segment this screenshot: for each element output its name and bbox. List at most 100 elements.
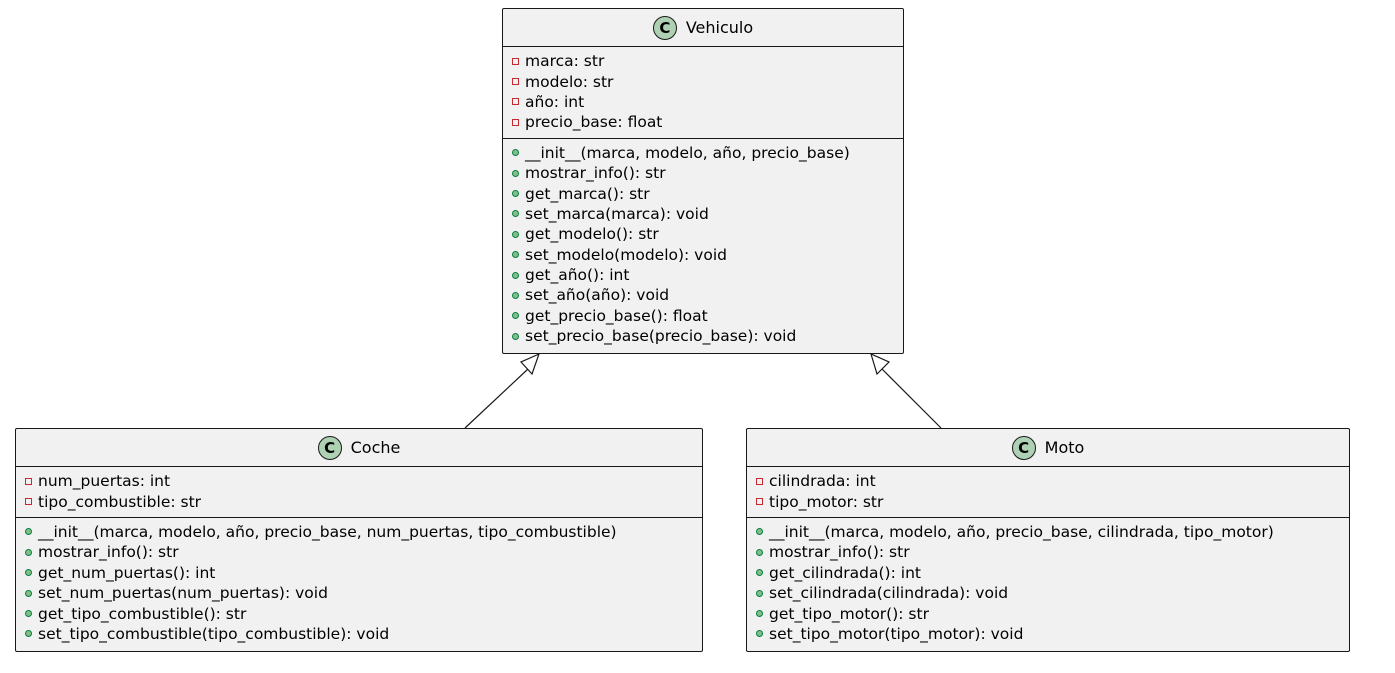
attributes-section: cilindrada: int tipo_motor: str	[747, 467, 1349, 518]
method-text: get_modelo(): str	[525, 225, 659, 244]
method: set_precio_base(precio_base): void	[503, 326, 903, 346]
methods-section: __init__(marca, modelo, año, precio_base…	[747, 518, 1349, 649]
attribute-text: año: int	[525, 92, 585, 111]
private-visibility-icon	[512, 78, 519, 86]
inheritance-arrowhead	[870, 352, 891, 376]
attribute-text: tipo_motor: str	[769, 492, 884, 511]
public-visibility-icon	[512, 210, 519, 218]
attribute: año: int	[503, 92, 903, 112]
attribute-text: num_puertas: int	[38, 472, 171, 491]
public-visibility-icon	[512, 149, 519, 157]
public-visibility-icon	[756, 528, 763, 536]
class-name: Coche	[350, 438, 401, 457]
public-visibility-icon	[512, 312, 519, 320]
private-visibility-icon	[25, 498, 32, 506]
method-text: __init__(marca, modelo, año, precio_base…	[769, 522, 1274, 541]
method-text: set_modelo(modelo): void	[525, 245, 727, 264]
method: set_cilindrada(cilindrada): void	[747, 583, 1349, 603]
method-text: __init__(marca, modelo, año, precio_base…	[38, 522, 617, 541]
method: get_tipo_combustible(): str	[16, 603, 702, 623]
class-stereotype-icon: C	[317, 435, 342, 460]
method-text: get_num_puertas(): int	[38, 563, 216, 582]
methods-section: __init__(marca, modelo, año, precio_base…	[16, 518, 702, 649]
method: set_año(año): void	[503, 285, 903, 305]
public-visibility-icon	[512, 230, 519, 238]
method: get_año(): int	[503, 265, 903, 285]
public-visibility-icon	[512, 251, 519, 259]
class-header: C Moto	[747, 429, 1349, 467]
public-visibility-icon	[25, 548, 32, 556]
attribute: precio_base: float	[503, 112, 903, 132]
method: __init__(marca, modelo, año, precio_base…	[503, 143, 903, 163]
method: get_cilindrada(): int	[747, 563, 1349, 583]
class-stereotype-icon: C	[652, 15, 677, 40]
public-visibility-icon	[512, 291, 519, 299]
method: set_marca(marca): void	[503, 204, 903, 224]
class-stereotype-icon: C	[1011, 435, 1036, 460]
method: get_precio_base(): float	[503, 306, 903, 326]
public-visibility-icon	[756, 589, 763, 597]
attribute: cilindrada: int	[747, 471, 1349, 491]
private-visibility-icon	[512, 98, 519, 106]
attribute: num_puertas: int	[16, 471, 702, 491]
class-moto[interactable]: C Moto cilindrada: int tipo_motor: str _…	[746, 428, 1350, 652]
method-text: set_cilindrada(cilindrada): void	[769, 584, 1009, 603]
attributes-section: num_puertas: int tipo_combustible: str	[16, 467, 702, 518]
class-header: C Coche	[16, 429, 702, 467]
attribute-text: tipo_combustible: str	[38, 492, 202, 511]
class-name: Vehiculo	[685, 18, 754, 37]
method-text: get_cilindrada(): int	[769, 563, 921, 582]
public-visibility-icon	[25, 569, 32, 577]
method: mostrar_info(): str	[16, 542, 702, 562]
edge-moto-to-vehiculo	[870, 352, 942, 429]
method: set_modelo(modelo): void	[503, 245, 903, 265]
method-text: set_tipo_combustible(tipo_combustible): …	[38, 624, 390, 643]
attribute: modelo: str	[503, 71, 903, 91]
attribute: marca: str	[503, 51, 903, 71]
method: __init__(marca, modelo, año, precio_base…	[16, 522, 702, 542]
method: get_modelo(): str	[503, 224, 903, 244]
public-visibility-icon	[512, 332, 519, 340]
private-visibility-icon	[756, 477, 763, 485]
class-header: C Vehiculo	[503, 9, 903, 47]
attributes-section: marca: str modelo: str año: int precio_b…	[503, 47, 903, 139]
private-visibility-icon	[512, 57, 519, 65]
method: get_num_puertas(): int	[16, 563, 702, 583]
method-text: get_tipo_combustible(): str	[38, 604, 247, 623]
attribute: tipo_combustible: str	[16, 491, 702, 511]
public-visibility-icon	[512, 271, 519, 279]
method-text: mostrar_info(): str	[769, 543, 910, 562]
method-text: get_año(): int	[525, 266, 630, 285]
class-coche[interactable]: C Coche num_puertas: int tipo_combustibl…	[15, 428, 703, 652]
public-visibility-icon	[25, 589, 32, 597]
public-visibility-icon	[25, 528, 32, 536]
method-text: __init__(marca, modelo, año, precio_base…	[525, 143, 850, 162]
class-name: Moto	[1044, 438, 1085, 457]
method-text: set_num_puertas(num_puertas): void	[38, 584, 328, 603]
method: set_num_puertas(num_puertas): void	[16, 583, 702, 603]
public-visibility-icon	[25, 610, 32, 618]
method-text: mostrar_info(): str	[525, 164, 666, 183]
method-text: get_marca(): str	[525, 184, 650, 203]
method-text: set_marca(marca): void	[525, 204, 709, 223]
class-vehiculo[interactable]: C Vehiculo marca: str modelo: str año: i…	[502, 8, 904, 354]
method: mostrar_info(): str	[747, 542, 1349, 562]
private-visibility-icon	[25, 477, 32, 485]
method: __init__(marca, modelo, año, precio_base…	[747, 522, 1349, 542]
edge-coche-to-vehiculo	[464, 352, 541, 429]
method-text: set_precio_base(precio_base): void	[525, 327, 797, 346]
method-text: get_tipo_motor(): str	[769, 604, 929, 623]
public-visibility-icon	[756, 548, 763, 556]
private-visibility-icon	[756, 498, 763, 506]
method-text: set_año(año): void	[525, 286, 670, 305]
method: mostrar_info(): str	[503, 163, 903, 183]
methods-section: __init__(marca, modelo, año, precio_base…	[503, 139, 903, 352]
method-text: get_precio_base(): float	[525, 306, 708, 325]
method: get_tipo_motor(): str	[747, 603, 1349, 623]
public-visibility-icon	[756, 610, 763, 618]
public-visibility-icon	[25, 630, 32, 638]
inheritance-arrowhead	[519, 352, 541, 376]
attribute-text: precio_base: float	[525, 113, 663, 132]
attribute-text: modelo: str	[525, 72, 614, 91]
